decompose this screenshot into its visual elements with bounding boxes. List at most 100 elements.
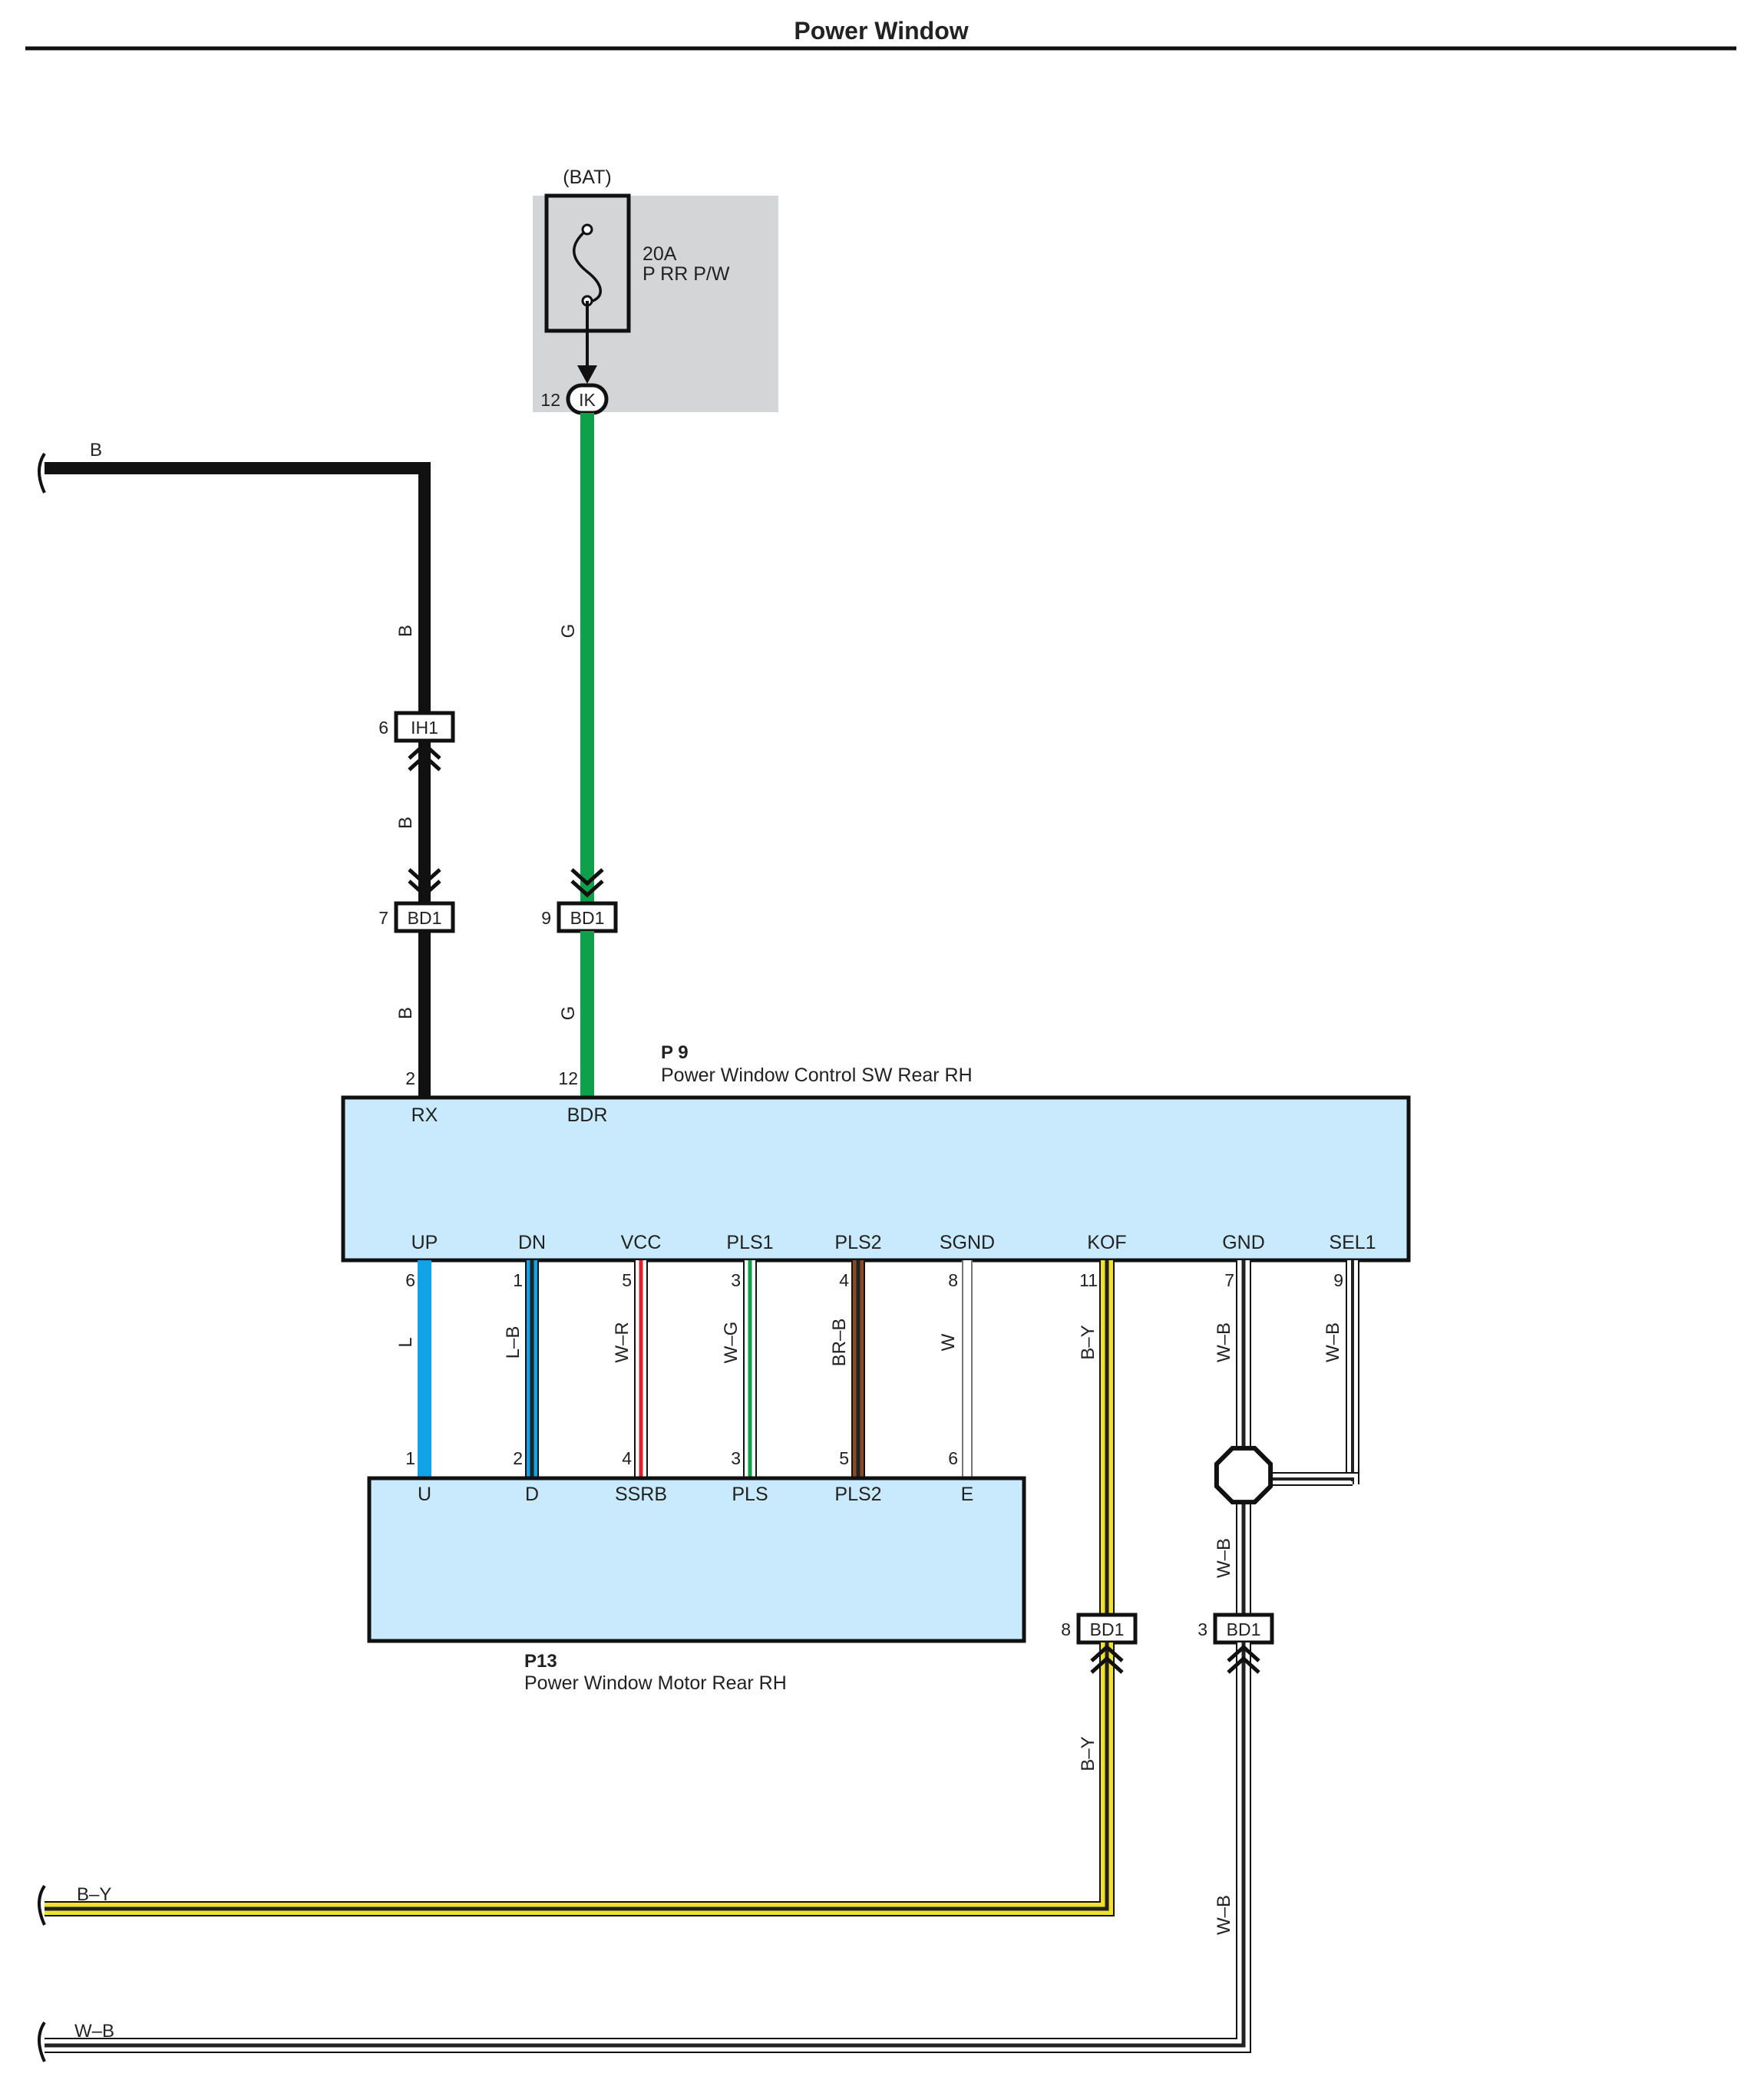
p13-terminal-d: D [525, 1484, 539, 1505]
p13-terminal-ssrb: SSRB [615, 1484, 667, 1505]
lower-wires [45, 1642, 1260, 2053]
bd1-8-connector: BD1 8 [1061, 1613, 1138, 1645]
p9-terminal-gnd: GND [1222, 1232, 1265, 1253]
p9-p13-wires: L L–B W–R W–G BR–B W B–Y W–B W–B [395, 1260, 1359, 1615]
bd1-7-connector: BD1 7 [378, 901, 455, 933]
p13-pin-pls2: 5 [839, 1448, 849, 1468]
bd1-8-label: BD1 [1090, 1619, 1125, 1639]
fuse-source-label: (BAT) [563, 167, 611, 188]
ih1-connector: IH1 6 [378, 711, 455, 743]
wire-label-gnd: W–B [1214, 1322, 1234, 1362]
sel1-h-stripe [1270, 1477, 1354, 1481]
p13-terminal-pls: PLS [732, 1484, 768, 1505]
p13-terminal-pls2: PLS2 [834, 1484, 881, 1505]
wire-label-sgnd: W [938, 1333, 959, 1351]
wire-wb-lower-stripe [45, 1642, 1246, 2048]
p9-pin-pls2: 4 [839, 1270, 849, 1290]
wire-label-up: L [395, 1337, 416, 1347]
wire-label-sel1: W–B [1323, 1322, 1343, 1362]
p9-terminal-sgnd: SGND [940, 1232, 995, 1253]
ih1-pin: 6 [378, 718, 388, 738]
ground-junction: W–B [1214, 1445, 1273, 1578]
wire-wb-lower-base [45, 1642, 1250, 2052]
wire-by-lower [45, 1642, 1115, 1916]
page-title: Power Window [794, 17, 968, 45]
wire-b-label-vert-2: B [395, 817, 416, 829]
bd1-7-arrow-icon [408, 880, 441, 898]
wire-g-label-vert-2: G [558, 1006, 579, 1021]
bd1-8-arrow-icon-1 [1090, 1644, 1124, 1662]
fuse-block-background [533, 196, 778, 412]
p9-terminal-pls2: PLS2 [834, 1232, 881, 1253]
junction-wire-label: W–B [1214, 1538, 1234, 1578]
wire-break-b [38, 452, 46, 494]
p9-component: P 9 Power Window Control SW Rear RH 2 RX… [341, 1042, 1411, 1290]
p9-pin-pls1: 3 [731, 1270, 741, 1290]
p9-pin-rx: 2 [405, 1068, 415, 1088]
bd1-3-pin: 3 [1197, 1619, 1207, 1639]
p9-pin-dn: 1 [513, 1270, 523, 1290]
ih1-label: IH1 [411, 718, 438, 738]
wire-b: B B [38, 440, 431, 714]
p13-pin-u: 1 [405, 1448, 415, 1468]
p13-pin-pls: 3 [731, 1448, 741, 1468]
wire-wb-lower [45, 1642, 1251, 2053]
sel1-horizontal [1270, 1472, 1359, 1486]
p9-terminal-rx: RX [411, 1104, 438, 1126]
ih1-arrow-icon [408, 741, 441, 760]
bd1-9-connector: BD1 9 [541, 901, 618, 933]
p9-terminal-sel1: SEL1 [1329, 1232, 1376, 1253]
p9-terminal-up: UP [411, 1232, 438, 1253]
ik-pin: 12 [540, 390, 560, 410]
fuse-block: (BAT) 20A P RR P/W IK 12 [533, 167, 778, 415]
p13-terminal-u: U [418, 1484, 431, 1505]
wire-b-trace [45, 462, 431, 714]
wire-label-dn: L–B [503, 1326, 524, 1359]
fuse-element-icon [573, 228, 602, 304]
bd1-7-arrow2-icon [408, 868, 441, 886]
p9-terminal-vcc: VCC [621, 1232, 662, 1253]
wire-b-label-vert-3: B [395, 1007, 416, 1019]
p9-terminal-kof: KOF [1087, 1232, 1126, 1253]
bd1-3-label: BD1 [1227, 1619, 1261, 1639]
p9-pin-gnd: 7 [1224, 1270, 1234, 1290]
bd1-9-arrow2-icon [570, 868, 604, 886]
wire-wb-lower-outline [45, 1642, 1251, 2053]
fuse-name: P RR P/W [643, 263, 730, 285]
bd1-3-connector: BD1 3 [1197, 1613, 1274, 1645]
wire-label-kof: B–Y [1078, 1325, 1098, 1359]
wire-label-vcc: W–R [612, 1322, 633, 1362]
bd1-9-arrow-icon [570, 880, 604, 898]
wire-break-wb [38, 2021, 46, 2062]
p13-box [367, 1476, 1026, 1643]
wire-label-pls2: BR–B [829, 1319, 850, 1367]
bd1-8-arrow-icon-2 [1090, 1656, 1124, 1674]
p9-terminal-bdr: BDR [567, 1104, 608, 1126]
p13-pin-ssrb: 4 [622, 1448, 632, 1468]
fuse-rating: 20A [643, 243, 677, 265]
bd1-9-pin: 9 [541, 908, 551, 928]
wire-by-lower-stripe [45, 1642, 1109, 1911]
bd1-7-box [394, 901, 455, 933]
p13-pin-d: 2 [513, 1448, 523, 1468]
wire-g-label-vert-1: G [558, 624, 579, 639]
ih1-box [394, 711, 455, 743]
bd1-7-pin: 7 [378, 908, 388, 928]
wire-wb-label-vert-2: W–B [1214, 1895, 1234, 1935]
p9-terminal-pls1: PLS1 [726, 1232, 773, 1253]
wire-b-label-vert-1: B [395, 625, 416, 637]
wire-by-label: B–Y [77, 1884, 111, 1905]
p9-name: Power Window Control SW Rear RH [661, 1065, 973, 1086]
p9-pin-sel1: 9 [1333, 1270, 1343, 1290]
wire-by-label-vert-2: B–Y [1078, 1736, 1098, 1771]
p9-pin-up: 6 [405, 1270, 415, 1290]
fuse-terminal-top [581, 223, 593, 236]
wire-label-pls1: W–G [721, 1322, 742, 1364]
ih1-arrow2-icon [408, 753, 441, 771]
bd1-3-arrow-icon-2 [1227, 1656, 1260, 1674]
bd1-7-label: BD1 [408, 908, 442, 928]
junction-icon [1214, 1445, 1273, 1505]
fuse-arrow-icon [577, 365, 597, 384]
